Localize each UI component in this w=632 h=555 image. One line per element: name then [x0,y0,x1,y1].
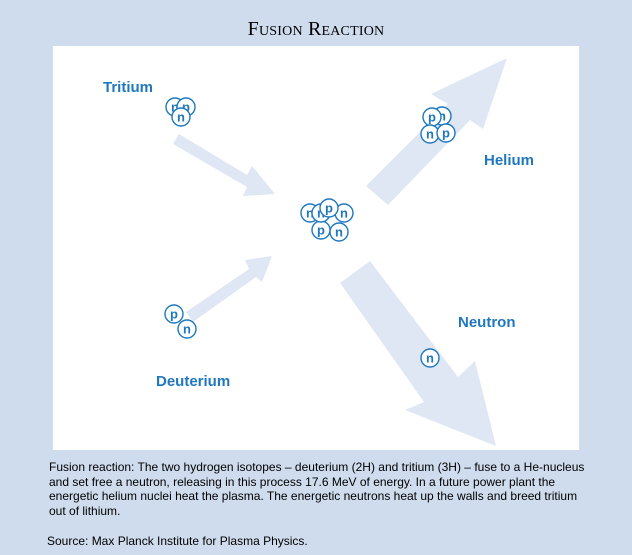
svg-text:p: p [317,223,325,238]
svg-text:n: n [183,322,191,337]
helium-proton-1: p [422,107,442,127]
deuterium-neutron: n [177,319,197,339]
neutron-arrow [340,261,496,446]
caption: Fusion reaction: The two hydrogen isotop… [49,460,585,518]
helium-label: Helium [484,152,535,169]
fusion-diagram: .nuc circle { fill:#ffffff; stroke:#1f78… [164,58,507,446]
fusion-proton-2: p [319,198,339,218]
helium-neutron-2: n [420,124,440,144]
svg-text:n: n [335,225,343,240]
svg-text:n: n [426,127,434,142]
svg-text:p: p [442,126,450,141]
svg-text:n: n [177,110,185,125]
fusion-nucleus: n n n p n p [300,198,354,242]
tritium-nucleus: n p n [165,97,196,127]
svg-text:n: n [340,206,348,221]
svg-text:n: n [306,206,314,221]
svg-text:n: n [171,100,179,115]
fusion-neutron-3: n [329,222,349,242]
deuterium-arrow [186,256,272,322]
neutron-label: Neutron [458,314,516,331]
tritium-neutron-2: n [171,107,191,127]
svg-text:p: p [182,100,190,115]
deuterium-label: Deuterium [156,373,231,390]
diagram-panel: .nuc circle { fill:#ffffff; stroke:#1f78… [53,46,579,450]
source-note: Source: Max Planck Institute for Plasma … [47,534,308,548]
svg-text:p: p [170,307,178,322]
helium-proton-2: p [436,123,456,143]
svg-text:p: p [325,201,333,216]
deuterium-nucleus: p n [164,304,197,339]
svg-text:p: p [428,110,436,125]
free-neutron: n [420,348,440,368]
svg-text:n: n [438,109,446,124]
diagram-title: Fusion Reaction [247,18,385,40]
svg-text:n: n [426,351,434,366]
helium-nucleus: n p n p [420,106,456,144]
tritium-arrow [173,134,275,196]
deuterium-proton: p [164,304,184,324]
tritium-label: Tritium [103,79,154,96]
fusion-proton-1: p [311,220,331,240]
